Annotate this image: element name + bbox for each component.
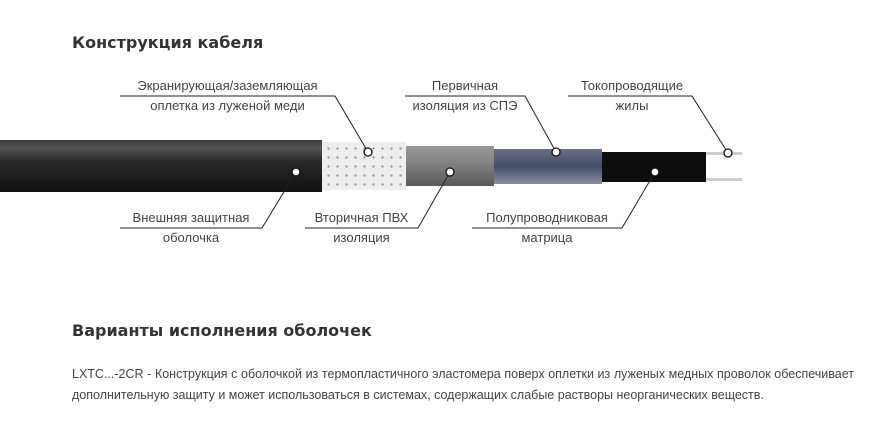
conductor-wire — [706, 178, 742, 181]
callout-dot — [291, 167, 301, 177]
label-line: изоляция из СПЭ — [412, 98, 518, 113]
label-line: Экранирующая/заземляющая — [137, 78, 318, 93]
braid — [322, 142, 406, 190]
outer-jacket — [0, 140, 322, 192]
label-line: оплетка из луженой меди — [150, 98, 305, 113]
variant-description: LXTC...-2CR - Конструкция с оболочкой из… — [72, 367, 854, 402]
label-braid: Экранирующая/заземляющая оплетка из луже… — [120, 76, 335, 116]
label-conductors: Токопроводящие жилы — [568, 76, 696, 116]
primary-insulation — [494, 149, 602, 184]
callout-dot — [363, 147, 373, 157]
callout-dot — [551, 147, 561, 157]
label-outer-jacket: Внешняя защитная оболочка — [120, 208, 262, 248]
section-title-variants: Варианты исполнения оболочек — [72, 321, 372, 340]
callout-dot — [445, 167, 455, 177]
label-line: Токопроводящие — [580, 78, 684, 93]
callout-dot — [650, 167, 660, 177]
cable-diagram — [0, 95, 742, 229]
label-line: Первичная — [431, 78, 499, 93]
label-line: жилы — [615, 98, 649, 113]
label-line: Полупроводниковая — [486, 210, 608, 225]
label-line: Вторичная ПВХ — [314, 210, 409, 225]
label-line: оболочка — [162, 230, 220, 245]
label-primary-insulation: Первичная изоляция из СПЭ — [400, 76, 530, 116]
label-line: матрица — [521, 230, 573, 245]
semiconductive-matrix — [602, 152, 706, 182]
label-matrix: Полупроводниковая матрица — [472, 208, 622, 248]
label-line: изоляция — [333, 230, 390, 245]
callout-dot — [723, 148, 733, 158]
label-secondary-insulation: Вторичная ПВХ изоляция — [305, 208, 418, 248]
section-title-construction: Конструкция кабеля — [72, 33, 264, 52]
label-line: Внешняя защитная — [132, 210, 250, 225]
secondary-insulation — [406, 146, 494, 186]
